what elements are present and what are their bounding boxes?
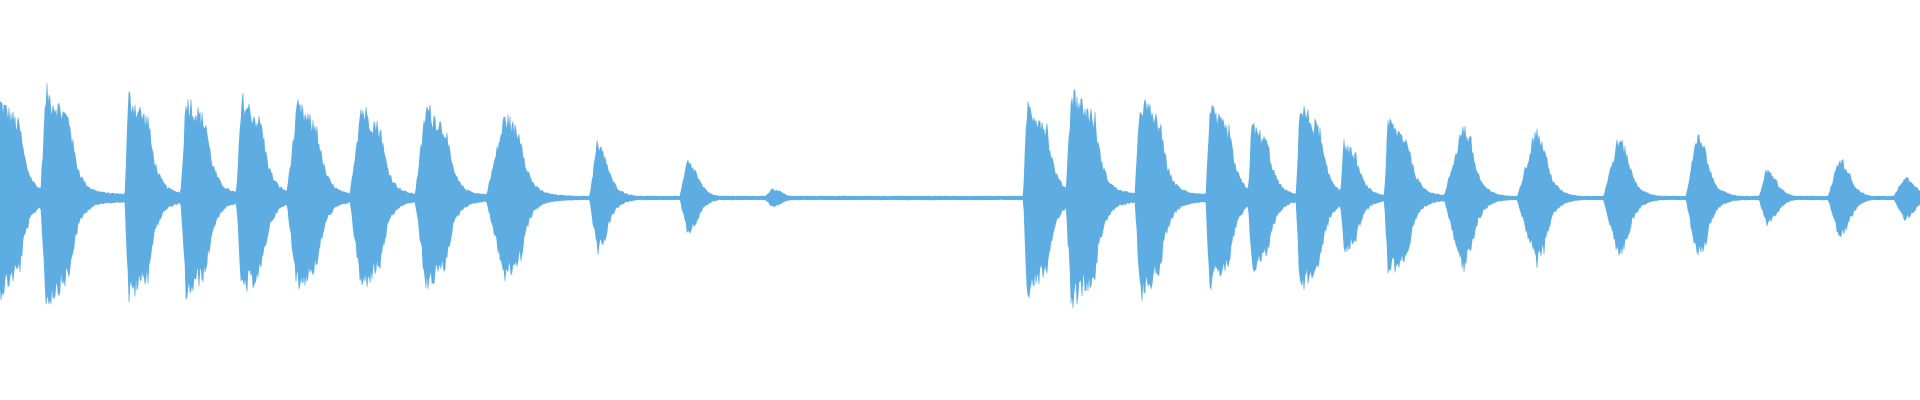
waveform-shape (0, 83, 1920, 309)
